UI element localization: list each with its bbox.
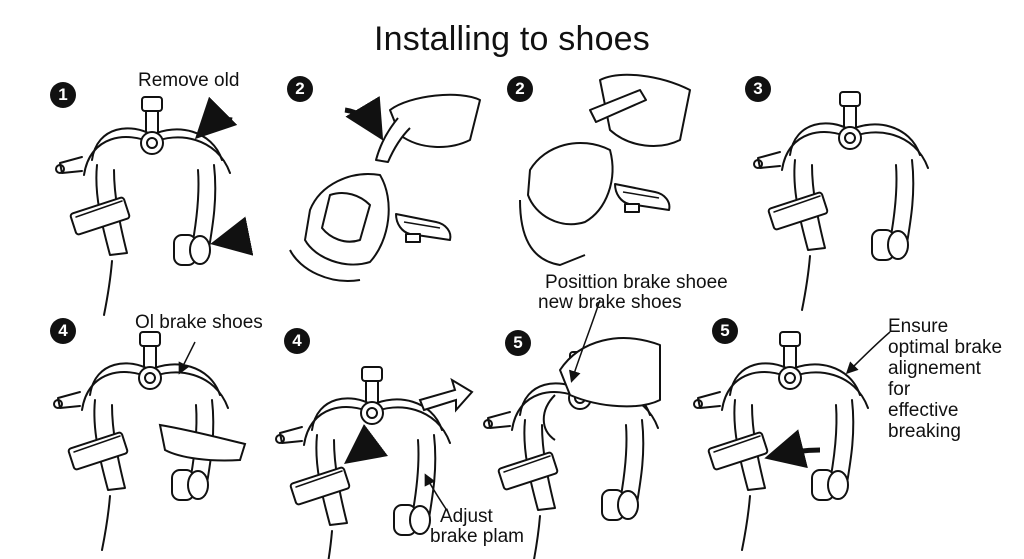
- caption-old-brake-shoes: Ol brake shoes: [135, 312, 263, 333]
- caption-adjust-line2: brake plam: [430, 526, 524, 547]
- step-badge-4b: 4: [284, 328, 310, 354]
- step-badge-2a: 2: [287, 76, 313, 102]
- caption-ensure-4: for: [888, 379, 911, 400]
- step-badge-2b: 2: [507, 76, 533, 102]
- caption-adjust-line1: Adjust: [440, 506, 493, 527]
- step-badge-3: 3: [745, 76, 771, 102]
- caliper-4b: [275, 366, 451, 559]
- brake-shoe-2a: [395, 213, 452, 243]
- caption-ensure-2: optimal brake: [888, 337, 1003, 358]
- step-badge-5a: 5: [505, 330, 531, 356]
- step-badge-1: 1: [50, 82, 76, 108]
- caption-position-line2: new brake shoes: [538, 292, 682, 313]
- brake-shoe-2b: [614, 183, 671, 213]
- caption-ensure-1: Ensure: [888, 316, 949, 337]
- step-badge-4a: 4: [50, 318, 76, 344]
- page-title: Installing to shoes: [374, 20, 650, 58]
- hand-5a: [542, 337, 661, 441]
- step-badge-5b: 5: [712, 318, 738, 344]
- caliper-3: [753, 91, 929, 311]
- caption-remove-old: Remove old: [138, 70, 240, 91]
- caption-position-line1: Posittion brake shoee: [545, 272, 728, 293]
- hand-shoe-2a: [289, 93, 481, 282]
- caption-ensure-3: alignement: [888, 358, 981, 379]
- hand-shoe-2b: [519, 73, 691, 266]
- caliper-5b: [693, 331, 869, 551]
- caption-ensure-block: Ensure optimal brake alignement for effe…: [888, 316, 1002, 442]
- caption-ensure-5: effective: [888, 400, 959, 421]
- caption-ensure-6: breaking: [888, 421, 961, 442]
